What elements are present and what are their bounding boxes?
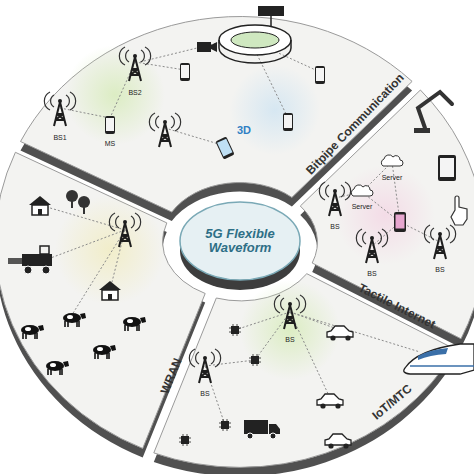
outline-shape xyxy=(154,274,456,468)
tower xyxy=(356,229,387,263)
phone xyxy=(394,212,406,232)
device-label: BS xyxy=(367,270,376,277)
camera xyxy=(197,42,217,52)
device-label: BS1 xyxy=(53,134,66,141)
device-label: Server xyxy=(382,174,403,181)
phone xyxy=(283,113,293,131)
phone xyxy=(315,66,325,84)
outline-shape xyxy=(300,90,474,339)
device-label: Server xyxy=(352,203,373,210)
device-label: BS xyxy=(330,223,339,230)
device-label: BS xyxy=(285,336,294,343)
device-label: BS2 xyxy=(128,89,141,96)
device-label: BS xyxy=(200,390,209,397)
tower xyxy=(109,213,140,247)
house xyxy=(99,281,121,300)
device-label: MS xyxy=(105,140,116,147)
tree xyxy=(78,196,90,214)
hub-text-area: 5G Flexible Waveform xyxy=(178,200,302,282)
hub-title: 5G Flexible Waveform xyxy=(198,227,282,256)
hub-disc: 5G Flexible Waveform xyxy=(178,200,302,294)
tower xyxy=(274,295,305,329)
phone xyxy=(105,116,115,134)
hub-face xyxy=(180,202,300,280)
device-label: 3D xyxy=(237,124,251,136)
phone xyxy=(180,63,190,81)
device-label: BS xyxy=(435,266,444,273)
tablet xyxy=(438,155,456,181)
server-cloud xyxy=(351,185,373,196)
